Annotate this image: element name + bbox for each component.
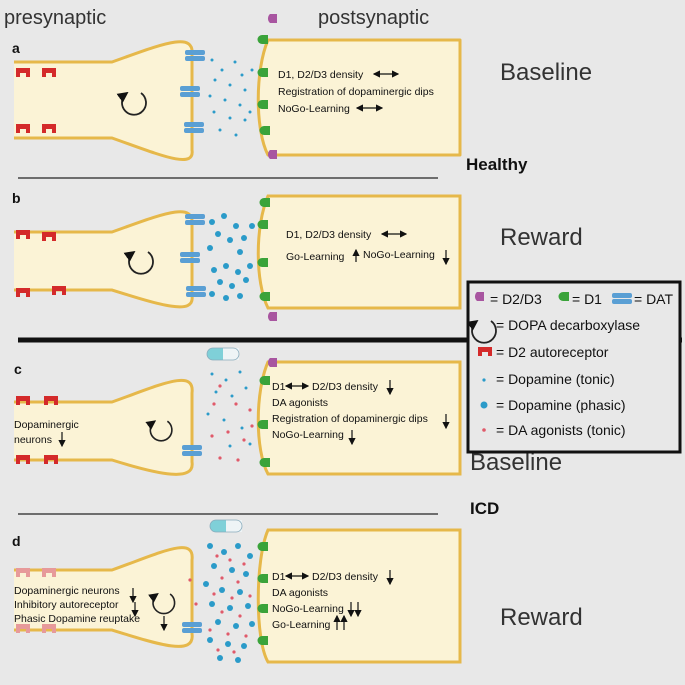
- legend-dopamine-tonic-label: = Dopamine (tonic): [496, 371, 615, 387]
- legend-autoreceptor-label: = D2 autoreceptor: [496, 344, 609, 360]
- panel-b-note-3: NoGo-Learning: [363, 249, 435, 261]
- d2d3-receptor-icon: [474, 292, 484, 301]
- legend-dopamine-phasic-label: = Dopamine (phasic): [496, 397, 626, 413]
- panel-d-letter: d: [12, 533, 21, 549]
- panel-d: d Dopaminergic neurons Inhibitory autore…: [12, 519, 583, 664]
- panel-c-letter: c: [14, 361, 22, 377]
- panel-d-note-d2: D2/D3 density: [312, 571, 379, 583]
- dopamine-phasic-icon: [480, 401, 488, 409]
- panel-a-note-3: NoGo-Learning: [278, 103, 350, 115]
- panel-d-pre-note-1: Dopaminergic neurons: [14, 585, 120, 597]
- panel-c-note-d1: D1: [272, 381, 286, 393]
- panel-d-note-nogo: NoGo-Learning: [272, 603, 344, 615]
- postsynaptic-header: postsynaptic: [318, 7, 429, 29]
- panel-a-note-2: Registration of dopaminergic dips: [278, 86, 434, 98]
- da-agonist-icon: [482, 428, 486, 432]
- panel-c-note-agonists: DA agonists: [272, 397, 328, 409]
- panel-d-note-agonists: DA agonists: [272, 587, 328, 599]
- panel-c-pre-note-1: Dopaminergic: [14, 419, 79, 431]
- panel-a: a D1, D2/D3 density Registration of dopa…: [12, 14, 592, 162]
- legend-d1-label: = D1: [572, 291, 602, 307]
- panel-d-state: Reward: [500, 604, 583, 631]
- panel-c-pre-note-2: neurons: [14, 434, 52, 446]
- d1-receptor-icon: [558, 292, 569, 301]
- panel-b-state: Reward: [500, 224, 583, 251]
- panel-b-letter: b: [12, 190, 21, 206]
- panel-a-state: Baseline: [500, 59, 592, 86]
- panel-b: b D1, D2/D3 density Go-Learning NoGo-Lea…: [12, 190, 583, 321]
- legend-dopa-label: = DOPA decarboxylase: [496, 317, 640, 333]
- dopamine-tonic-icon: [482, 378, 486, 382]
- panel-d-pre-note-3: Phasic Dopamine reuptake: [14, 613, 140, 625]
- panel-d-pre-note-2: Inhibitory autoreceptor: [14, 599, 119, 611]
- legend-dat-label: = DAT: [634, 291, 673, 307]
- panel-c: c Dopaminergic neurons D1 D2/D3 density …: [14, 347, 562, 476]
- legend-box: [466, 280, 682, 454]
- panel-c-note-d2: D2/D3 density: [312, 381, 379, 393]
- legend-d2d3-label: = D2/D3: [490, 291, 542, 307]
- legend: = D2/D3 = D1 = DAT = DOPA decarboxylase …: [466, 280, 682, 454]
- panel-d-note-go: Go-Learning: [272, 619, 331, 631]
- panel-a-note-1: D1, D2/D3 density: [278, 69, 364, 81]
- panel-b-note-2: Go-Learning: [286, 251, 345, 263]
- presynaptic-header: presynaptic: [4, 7, 106, 29]
- group-healthy-label: Healthy: [466, 155, 528, 174]
- group-icd-label: ICD: [470, 499, 499, 518]
- panel-d-note-d1: D1: [272, 571, 286, 583]
- legend-agonist-label: = DA agonists (tonic): [496, 422, 626, 438]
- panel-b-note-1: D1, D2/D3 density: [286, 229, 372, 241]
- panel-a-letter: a: [12, 40, 20, 56]
- panel-c-note-nogo: NoGo-Learning: [272, 429, 344, 441]
- panel-c-note-dips: Registration of dopaminergic dips: [272, 413, 428, 425]
